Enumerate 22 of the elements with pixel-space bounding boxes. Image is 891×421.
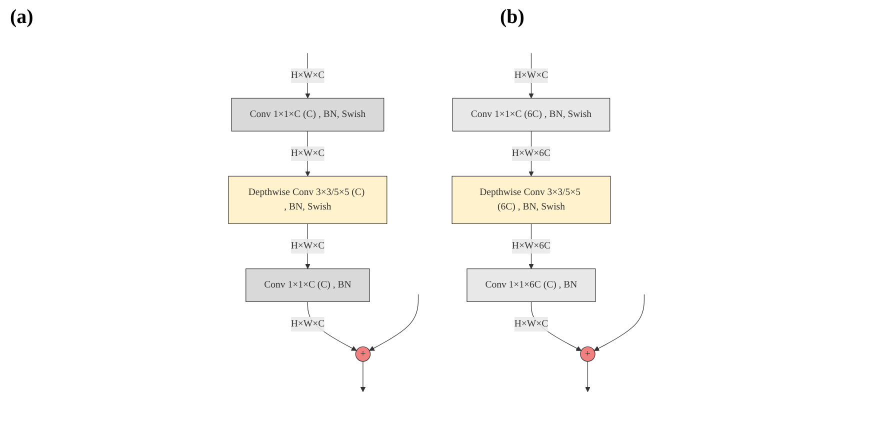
node-box: Conv 1×1×C (6C) , BN, Swish [452, 98, 610, 132]
arrow [594, 294, 645, 351]
panel-label: (b) [500, 6, 524, 29]
arrow [585, 361, 590, 392]
panel-label: (a) [10, 6, 34, 29]
edge-label: H×W×6C [512, 240, 551, 252]
node-box: Conv 1×1×C (C) , BN, Swish [231, 98, 384, 132]
edge-label: H×W×C [514, 70, 548, 81]
edge-label: H×W×C [290, 148, 325, 159]
node-box: Depthwise Conv 3×3/5×5 (6C) , BN, Swish [452, 176, 611, 224]
edge-label: H×W×C [290, 70, 325, 81]
edge-label: H×W×6C [512, 148, 551, 159]
arrow [360, 361, 366, 392]
node-circle: + [580, 346, 596, 362]
node-box: Conv 1×1×6C (C) , BN [466, 268, 596, 302]
edge-label: H×W×C [514, 318, 548, 330]
arrow [369, 294, 419, 351]
node-box: Depthwise Conv 3×3/5×5 (C) , BN, Swish [228, 176, 388, 224]
node-circle: + [355, 346, 371, 362]
node-box: Conv 1×1×C (C) , BN [246, 268, 370, 302]
edge-label: H×W×C [290, 240, 325, 252]
edge-label: H×W×C [290, 318, 325, 330]
